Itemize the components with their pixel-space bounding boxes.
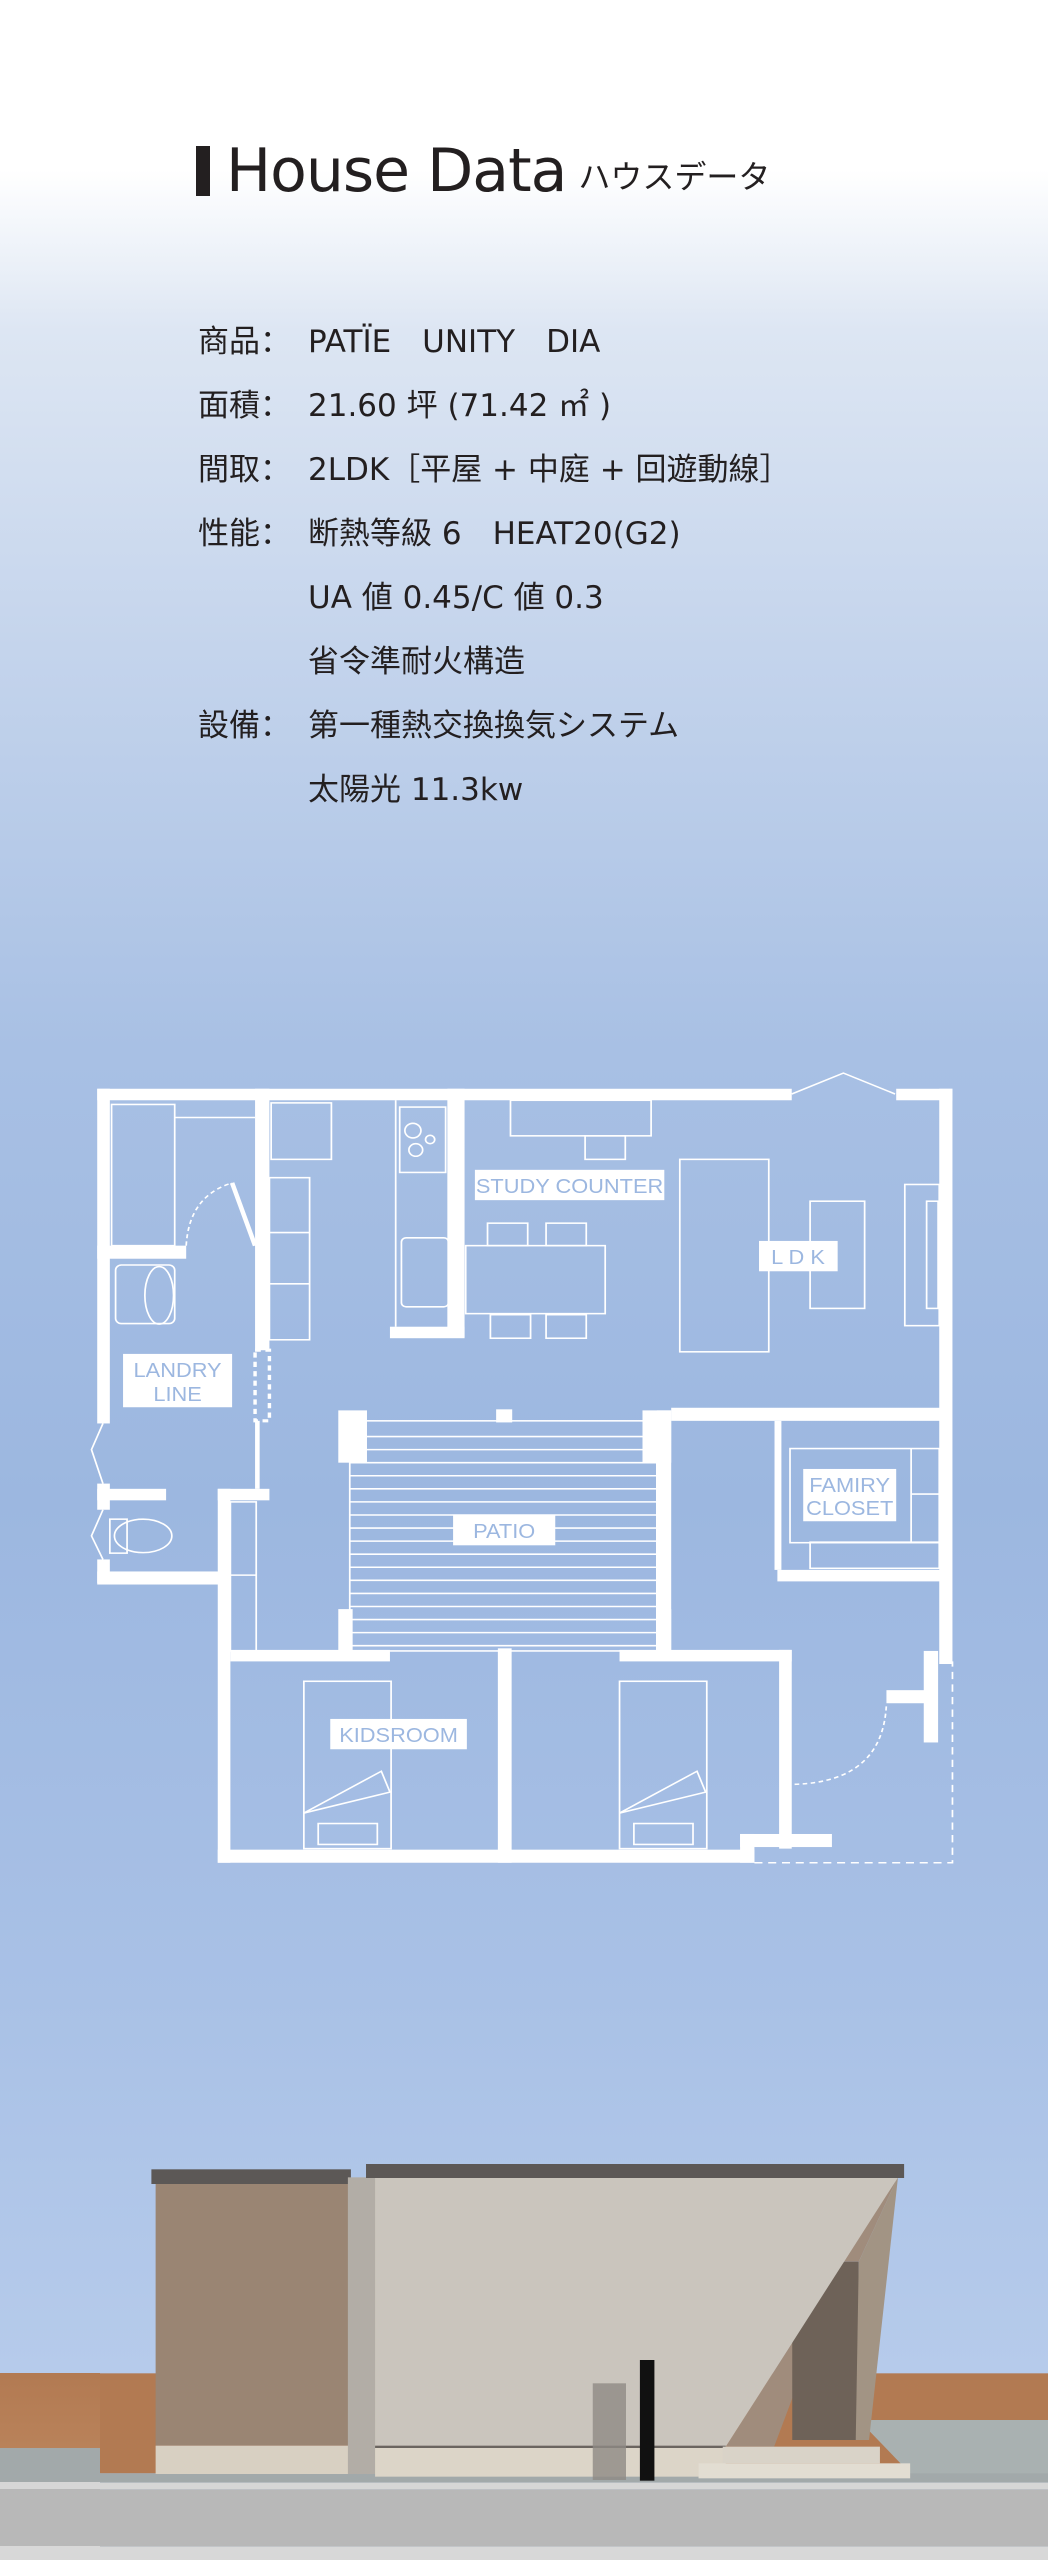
- wall-corner: [347, 2177, 377, 2474]
- spec-value: 断熱等級 6 HEAT20(G2): [308, 515, 681, 552]
- label-box: [123, 1353, 233, 1408]
- spec-value: 21.60 坪 (71.42 ㎡ ): [308, 387, 612, 424]
- step-upper: [722, 2446, 880, 2464]
- spec-row: 商品： PATÏE UNITY DIA: [198, 306, 791, 370]
- spec-row: UA 値 0.45/C 値 0.3: [198, 562, 791, 626]
- foundation-main: [375, 2448, 726, 2477]
- entrance-pillar: [855, 2176, 899, 2440]
- label-box: [759, 1240, 838, 1272]
- title-ja: ハウスデータ: [578, 158, 771, 196]
- spec-value: 第一種熱交換換気システム: [308, 707, 680, 744]
- spec-label: 面積：: [198, 387, 291, 424]
- title-en: House Data: [226, 136, 567, 206]
- wall-main: [375, 2177, 899, 2447]
- room-label-laundry-line2: LINE: [153, 1384, 202, 1406]
- room-label-kids: KIDSROOM: [339, 1725, 458, 1747]
- spec-value: PATÏE UNITY DIA: [308, 323, 601, 360]
- sidewalk: [100, 2546, 1048, 2560]
- gravel-strip: [100, 2473, 1048, 2483]
- spec-row: 設備： 第一種熱交換換気システム: [198, 690, 791, 754]
- label-box: [803, 1468, 897, 1522]
- spec-value: UA 値 0.45/C 値 0.3: [308, 579, 604, 616]
- wall-brown: [155, 2184, 350, 2446]
- page-title: House Data ハウスデータ: [196, 138, 770, 204]
- spec-row: 省令準耐火構造: [198, 626, 791, 690]
- spec-list: 商品： PATÏE UNITY DIA 面積： 21.60 坪 (71.42 ㎡ )…: [198, 306, 791, 818]
- spec-label: 性能：: [198, 515, 291, 552]
- roof-left: [151, 2169, 351, 2184]
- room-label-study: STUDY COUNTER: [476, 1176, 663, 1198]
- spec-value: 省令準耐火構造: [308, 643, 525, 680]
- ground-left: [0, 2373, 100, 2560]
- spec-row: 面積： 21.60 坪 (71.42 ㎡ ): [198, 370, 791, 434]
- title-bar-mark: [196, 146, 210, 196]
- spec-label: 設備：: [198, 707, 291, 744]
- fixtures-and-furniture: [90, 1072, 954, 1864]
- room-label-closet-line2: CLOSET: [806, 1498, 894, 1520]
- spec-row: 間取： 2LDK［平屋 + 中庭 + 回遊動線］: [198, 434, 791, 498]
- spec-label: 間取：: [198, 451, 291, 488]
- spec-value: 2LDK［平屋 + 中庭 + 回遊動線］: [308, 451, 791, 488]
- mailbox-post: [639, 2360, 655, 2481]
- step-lower: [698, 2463, 911, 2479]
- floor-plan: STUDY COUNTER L D K LANDRY LINE FAMIRY C…: [90, 1072, 954, 1864]
- road: [100, 2489, 1048, 2547]
- foundation-left: [155, 2445, 350, 2474]
- room-label-closet: FAMIRY: [809, 1475, 890, 1497]
- label-box: [330, 1718, 467, 1750]
- spec-label: 商品：: [198, 323, 291, 360]
- label-box: [453, 1514, 556, 1546]
- curb: [100, 2482, 1048, 2490]
- room-label-patio: PATIO: [473, 1521, 535, 1543]
- room-label-ldk: L D K: [771, 1247, 825, 1269]
- wall-band: [375, 2445, 726, 2448]
- post-shadow: [592, 2383, 626, 2480]
- room-label-laundry: LANDRY: [134, 1360, 222, 1382]
- roof-main: [366, 2164, 905, 2178]
- label-box: [474, 1169, 665, 1201]
- spec-value: 太陽光 11.3kw: [308, 771, 524, 808]
- spec-row: 太陽光 11.3kw: [198, 754, 791, 818]
- house-exterior-render: [100, 2164, 1048, 2560]
- walls: [97, 1088, 953, 1863]
- spec-row: 性能： 断熱等級 6 HEAT20(G2): [198, 498, 791, 562]
